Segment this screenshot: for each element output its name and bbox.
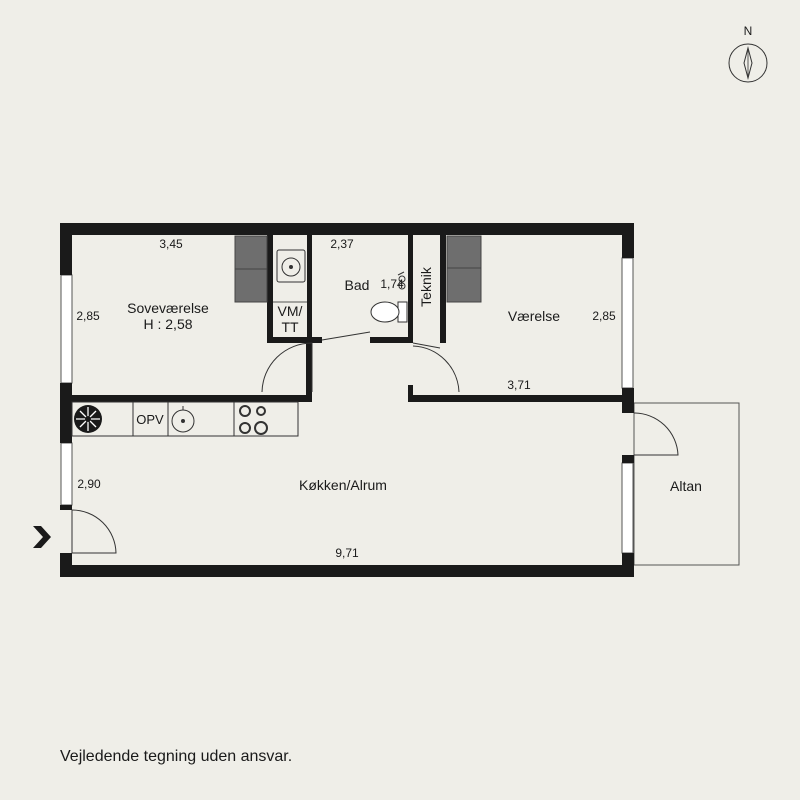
room-name: Værelse	[508, 308, 560, 324]
wall-west-mid	[60, 383, 72, 443]
dim-bedroom-width: 3,45	[159, 237, 183, 251]
bathroom-name: Bad	[345, 277, 370, 293]
window-bedroom-west	[60, 274, 73, 384]
exterior-walls	[60, 223, 634, 577]
door-bedroom	[261, 342, 313, 393]
window-room-east	[621, 257, 634, 389]
wardrobe-bedroom-top	[234, 235, 268, 270]
window-kitchen-east	[621, 462, 634, 554]
technical-name: Teknik	[418, 266, 434, 307]
dim-bathroom-depth: 1,74	[380, 277, 404, 291]
wall-south	[60, 565, 634, 577]
laundry-name-line1: VM/	[278, 303, 303, 319]
wall-east-lower	[622, 455, 634, 463]
wall-bedroom-laundry	[267, 235, 273, 343]
doors	[71, 331, 679, 554]
balcony-outline	[633, 402, 740, 566]
wall-room-kitchen	[408, 395, 628, 402]
door-room	[412, 345, 460, 393]
wall-west-lower	[60, 505, 72, 510]
wall-west-bottom	[60, 553, 72, 577]
kitchen-sink-icon	[171, 406, 195, 433]
bedroom-name: Soveværelse	[127, 300, 209, 316]
kitchen-counter	[71, 401, 299, 437]
wall-corridor-stub-right	[408, 385, 413, 401]
disclaimer-text: Vejledende tegning uden ansvar.	[60, 748, 293, 765]
compass-north-label: N	[744, 24, 753, 38]
shower-icon	[397, 271, 406, 290]
wardrobes	[234, 235, 482, 303]
wall-corridor-stub	[306, 343, 312, 401]
wall-tech-room	[440, 235, 446, 343]
dim-bedroom-depth: 2,85	[76, 309, 100, 323]
wardrobe-room-bottom	[446, 267, 482, 303]
toilet-icon	[370, 301, 408, 323]
bedroom-height: H : 2,58	[143, 316, 192, 332]
dim-room-depth: 2,85	[592, 309, 616, 323]
entrance-arrow-icon	[33, 526, 51, 548]
dim-kitchen-depth: 2,90	[77, 477, 101, 491]
compass-icon	[728, 43, 768, 83]
wall-bath-bottom	[370, 337, 412, 343]
dim-room-width: 3,71	[507, 378, 531, 392]
wardrobe-bedroom-bottom	[234, 268, 268, 303]
window-kitchen-west	[60, 442, 73, 506]
opv-label: OPV	[136, 412, 164, 427]
wall-bath-tech	[408, 235, 413, 343]
kitchen-name: Køkken/Alrum	[299, 477, 387, 493]
dim-bathroom-width: 2,37	[330, 237, 354, 251]
door-balcony	[633, 412, 679, 456]
laundry-name-line2: TT	[281, 319, 299, 335]
interior-walls	[72, 235, 628, 402]
wall-bedroom-corridor-bottom	[267, 337, 322, 343]
door-bathroom	[321, 331, 371, 341]
dim-total-width: 9,71	[335, 546, 359, 560]
door-entrance	[71, 509, 117, 554]
wall-laundry-bath	[307, 235, 312, 343]
wall-west-upper	[60, 223, 72, 275]
stove-icon	[239, 405, 268, 435]
extractor-fan-icon	[74, 405, 102, 433]
wall-east-bottom	[622, 553, 634, 577]
wall-east-top	[622, 223, 634, 258]
balcony-name: Altan	[670, 478, 702, 494]
washbasin-icon	[276, 249, 306, 283]
wardrobe-room-top	[446, 235, 482, 269]
wall-bedroom-kitchen	[72, 395, 312, 402]
wall-north	[60, 223, 634, 235]
